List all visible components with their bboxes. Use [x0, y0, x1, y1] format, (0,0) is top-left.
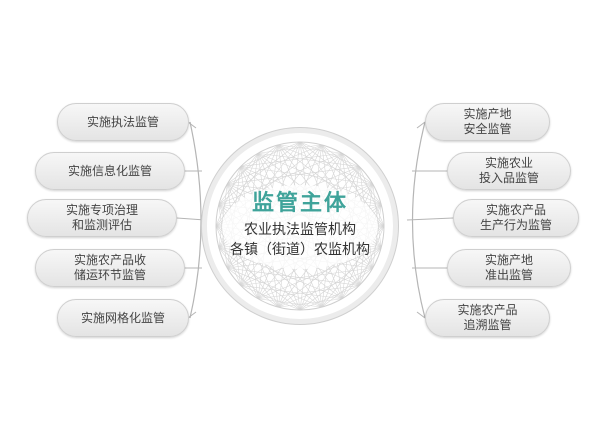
mesh-line [372, 204, 382, 269]
network-mesh [215, 141, 385, 311]
center-circle: 监管主体 农业执法监管机构 各镇（街道）农监机构 [207, 133, 393, 319]
right-connector-3 [406, 217, 454, 221]
left-bracket-arc [189, 121, 202, 319]
mesh-line [240, 141, 301, 167]
mesh-line [218, 204, 228, 269]
left-item-1-line-1: 实施执法监管 [86, 114, 159, 129]
mesh-line [341, 153, 382, 205]
mesh-line [321, 144, 373, 185]
mesh-line [299, 141, 382, 205]
right-item-4: 实施产地 准出监管 [447, 249, 571, 287]
right-item-2: 实施农业 投入品监管 [447, 152, 571, 190]
mesh-line [299, 141, 360, 167]
mesh-line [215, 144, 279, 227]
mesh-line [227, 144, 322, 185]
mesh-line [321, 144, 385, 227]
left-item-4: 实施农产品收 储运环节监管 [35, 249, 185, 287]
mesh-line [218, 247, 259, 299]
mesh-line [215, 225, 241, 286]
right-item-4-line-1: 实施产地 [484, 253, 533, 267]
mesh-line [359, 225, 385, 286]
right-item-3-line-1: 实施农产品 [485, 203, 546, 217]
right-item-3-line-2: 生产行为监管 [479, 218, 552, 232]
mesh-line [278, 267, 373, 308]
left-item-3-line-2: 和监测评估 [71, 218, 132, 232]
mesh-line [299, 285, 360, 311]
right-item-2-line-2: 投入品监管 [478, 171, 539, 185]
left-item-1: 实施执法监管 [57, 103, 189, 141]
mesh-line [257, 298, 322, 308]
mesh-line [372, 183, 382, 248]
right-connector-5 [416, 311, 426, 319]
left-item-5-line-1: 实施网格化监管 [80, 310, 165, 325]
right-bracket-arc [411, 121, 426, 319]
mesh-line [218, 183, 228, 248]
mesh-line [240, 285, 343, 300]
left-connector-5 [187, 311, 197, 319]
mesh-line [227, 267, 279, 308]
right-item-1-line-2: 安全监管 [463, 122, 512, 136]
mesh-line [227, 144, 279, 185]
left-item-4-line-2: 储运环节监管 [73, 268, 146, 282]
mesh-line [227, 267, 322, 308]
mesh-line [278, 144, 373, 185]
text-halo [222, 185, 378, 269]
right-item-5-line-2: 追溯监管 [463, 318, 512, 332]
right-item-2-line-1: 实施农业 [484, 156, 533, 170]
left-item-3: 实施专项治理 和监测评估 [27, 199, 177, 237]
right-item-4-line-2: 准出监管 [484, 268, 533, 282]
left-item-5: 实施网格化监管 [57, 299, 189, 337]
left-connector-3 [176, 217, 206, 221]
left-connector-1 [187, 121, 197, 129]
right-item-1-line-1: 实施产地 [463, 107, 512, 121]
mesh-line [321, 267, 373, 308]
right-item-1: 实施产地 安全监管 [425, 103, 550, 141]
mesh-line [218, 247, 301, 311]
mesh-line [257, 285, 360, 300]
left-item-2-line-1: 实施信息化监管 [67, 163, 152, 178]
center-line-2: 各镇（街道）农监机构 [230, 242, 370, 258]
mesh-ring [215, 141, 385, 311]
left-item-2: 实施信息化监管 [35, 152, 185, 190]
left-item-3-line-1: 实施专项治理 [65, 203, 138, 217]
mesh-line [341, 247, 382, 299]
mesh-line [218, 141, 301, 205]
center-title: 监管主体 [251, 191, 348, 216]
right-item-5-line-1: 实施农产品 [457, 303, 518, 317]
mesh-line [215, 166, 241, 227]
mesh-line [257, 152, 360, 167]
mesh-line [278, 298, 343, 308]
mesh-line [240, 285, 301, 311]
mesh-line [240, 152, 343, 167]
mesh-line [257, 144, 322, 154]
right-item-5: 实施农产品 追溯监管 [425, 299, 550, 337]
right-connector-1 [416, 121, 426, 129]
center-line-1: 农业执法监管机构 [244, 222, 356, 238]
mesh-line [359, 166, 385, 227]
mesh-line [299, 247, 382, 311]
left-item-4-line-1: 实施农产品收 [73, 253, 146, 267]
mesh-line [278, 144, 343, 154]
mesh-line [218, 153, 259, 205]
right-item-3: 实施农产品 生产行为监管 [453, 199, 579, 237]
